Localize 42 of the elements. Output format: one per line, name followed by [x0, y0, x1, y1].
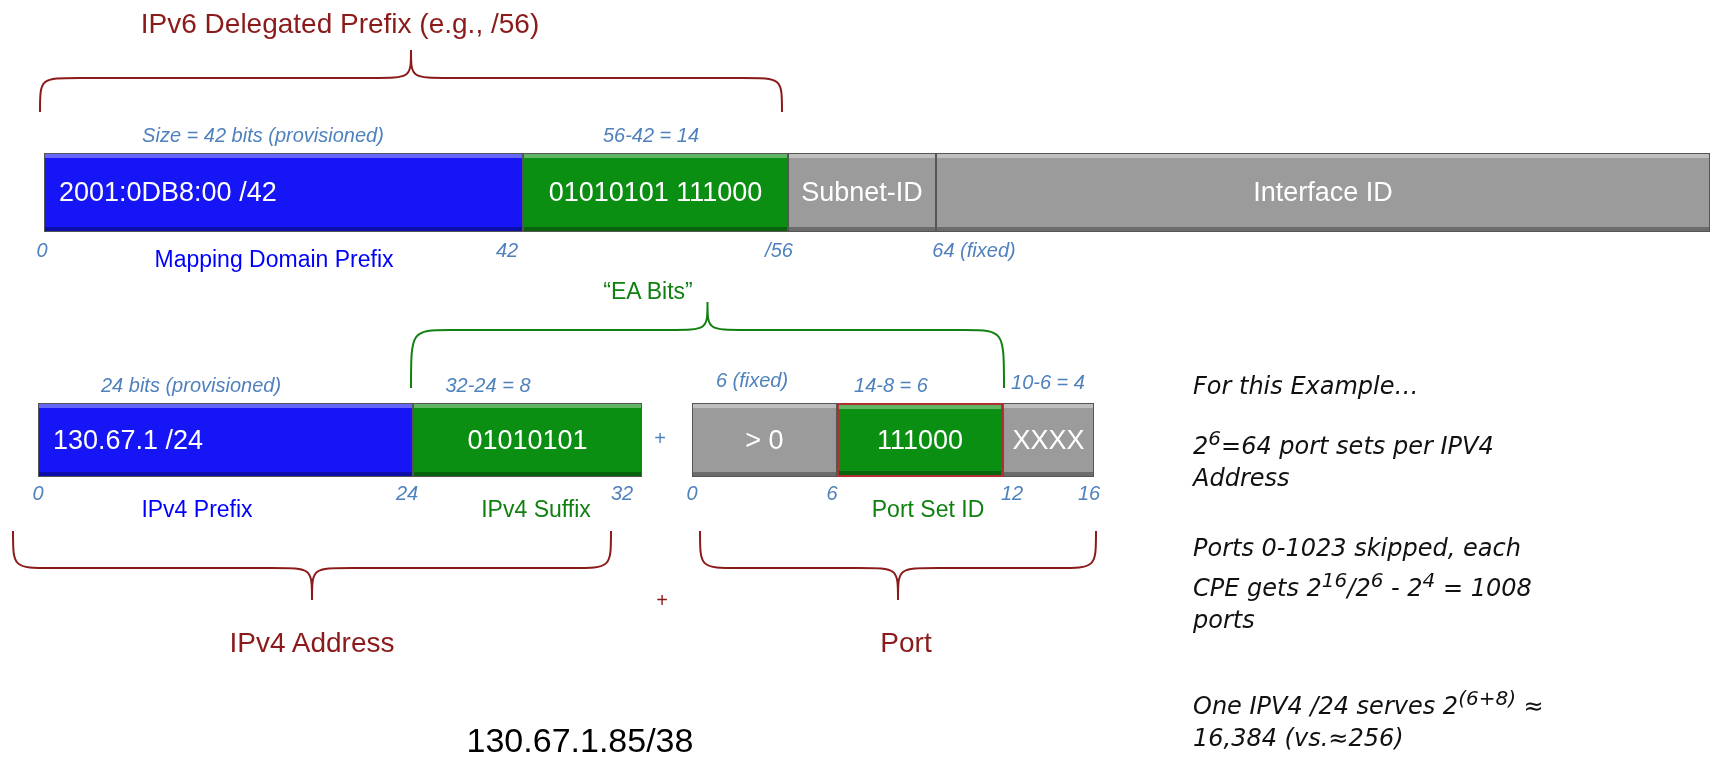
handwritten-note: 2$^{6}$=64 port sets per IPV4 Address	[1193, 425, 1495, 494]
bit-field-segment: XXXX	[1003, 403, 1094, 477]
brace-label: IPv4 Address	[229, 627, 395, 659]
bit-position: /56	[765, 238, 793, 262]
bit-position: 6	[826, 481, 838, 505]
plus-sign: +	[654, 426, 666, 450]
field-name: IPv4 Suffix	[481, 495, 591, 523]
handwritten-note: Ports 0-1023 skipped, each CPE gets 2$^{16}$/2$^{6}$ - 2$^{4}$ = 1008 ports	[1193, 533, 1533, 636]
bit-position: 16	[1077, 481, 1101, 505]
bit-position: 64 (fixed)	[932, 238, 1016, 262]
bit-count-label: 10-6 = 4	[1011, 370, 1085, 394]
bit-field-segment: > 0	[692, 403, 837, 477]
bit-position: 0	[686, 481, 698, 505]
bit-position: 0	[32, 481, 44, 505]
bit-count-label: 32-24 = 8	[445, 373, 531, 397]
field-name: IPv4 Prefix	[141, 495, 253, 523]
bit-field-segment: 2001:0DB8:00 /42	[44, 153, 523, 232]
bit-field-segment: 130.67.1 /24	[38, 403, 413, 477]
bit-position: 0	[36, 238, 48, 262]
bit-field-segment: Subnet-ID	[788, 153, 936, 232]
bit-count-label: 6 (fixed)	[715, 368, 789, 392]
bit-position: 32	[610, 481, 634, 505]
bit-field-segment: 111000	[837, 403, 1003, 477]
brace-label: IPv6 Delegated Prefix (e.g., /56)	[140, 8, 540, 40]
bit-position: 24	[395, 481, 419, 505]
bit-field-segment: 01010101	[413, 403, 642, 477]
field-name: Port Set ID	[871, 495, 985, 523]
bit-count-label: Size = 42 bits (provisioned)	[142, 123, 384, 147]
bit-count-label: 56-42 = 14	[602, 123, 700, 147]
plus-sign: +	[656, 588, 668, 612]
field-name: Mapping Domain Prefix	[154, 245, 394, 273]
brace-label: Port	[880, 627, 932, 659]
handwritten-note: One IPV4 /24 serves 2$^{(6+8)}$ ≈ 16,384 (vs.≈256)	[1193, 685, 1545, 754]
field-name: “EA Bits”	[603, 277, 693, 305]
bit-position: 42	[495, 238, 519, 262]
bit-field-segment: Interface ID	[936, 153, 1710, 232]
handwritten-note: For this Example…	[1193, 371, 1420, 402]
bit-count-label: 24 bits (provisioned)	[100, 373, 282, 397]
bit-count-label: 14-8 = 6	[854, 373, 928, 397]
bit-field-segment: 01010101 111000	[523, 153, 788, 232]
bit-position: 12	[1000, 481, 1024, 505]
address-text: 130.67.1.85/38	[466, 720, 694, 760]
